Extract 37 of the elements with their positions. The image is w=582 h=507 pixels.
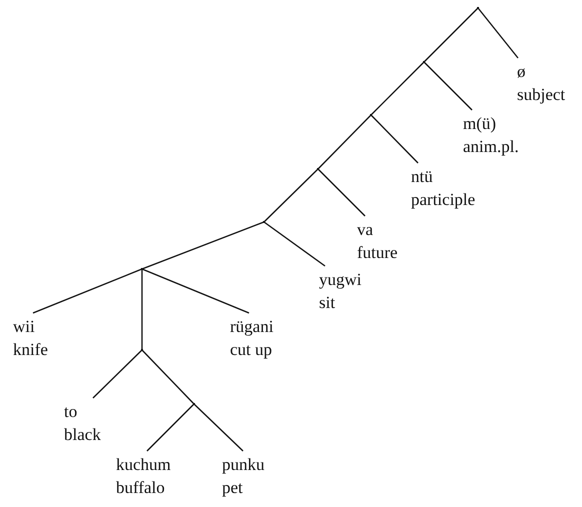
gloss-label: participle	[411, 189, 476, 211]
gloss-label: black	[64, 424, 101, 446]
gloss-label: buffalo	[116, 477, 166, 499]
tree-branch-line	[424, 8, 478, 62]
gloss-label: sit	[319, 292, 336, 314]
tree-branch-line	[142, 350, 194, 404]
morpheme-label: punku	[222, 454, 264, 476]
tree-branch-line	[264, 168, 318, 222]
morpheme-label: rügani	[230, 316, 274, 338]
tree-branch-line	[142, 221, 264, 270]
tree-branch-line	[32, 268, 142, 314]
gloss-label: subject	[517, 84, 566, 106]
morpheme-label: ø	[517, 61, 526, 83]
gloss-label: pet	[222, 477, 244, 499]
morpheme-label: m(ü)	[463, 113, 498, 135]
tree-branch-line	[318, 114, 372, 170]
tree-branch-line	[146, 404, 194, 452]
morpheme-label: kuchum	[116, 454, 171, 476]
tree-branch-line	[370, 114, 418, 164]
tree-branch-line	[92, 350, 142, 398]
tree-branch-line	[194, 404, 244, 452]
gloss-label: knife	[13, 339, 48, 361]
tree-branch-line	[478, 8, 518, 58]
morpheme-label: yugwi	[319, 269, 362, 291]
tree-branch-line	[142, 268, 250, 314]
morpheme-label: va	[357, 219, 374, 241]
morpheme-label: ntü	[411, 166, 434, 188]
gloss-label: cut up	[230, 339, 274, 361]
morpheme-label: wii	[13, 316, 36, 338]
morpheme-label: to	[64, 401, 78, 423]
tree-branch-line	[424, 62, 472, 110]
gloss-label: future	[357, 242, 398, 264]
gloss-label: anim.pl.	[463, 136, 519, 158]
tree-branch-line	[318, 168, 366, 216]
tree-branch-line	[370, 62, 424, 116]
tree-branch-line	[264, 221, 326, 267]
tree-branch-line	[141, 269, 143, 350]
